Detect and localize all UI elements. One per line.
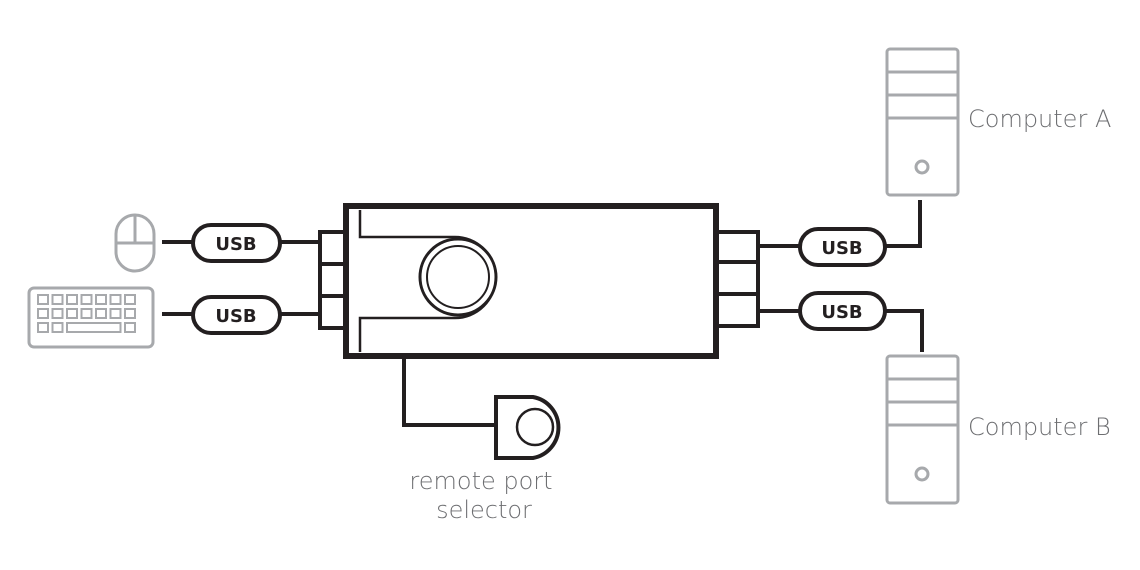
keyboard-key — [51, 308, 64, 319]
usb-badge-computer-a: USB — [798, 227, 887, 267]
keyboard-key — [95, 294, 107, 305]
computer-a-label: Computer A — [968, 105, 1111, 133]
svg-text:USB: USB — [215, 234, 256, 255]
remote-selector-label-line2: selector — [436, 496, 532, 524]
keyboard-key — [51, 322, 64, 333]
keyboard-key — [109, 294, 122, 305]
keyboard-key — [66, 308, 78, 319]
keyboard-key — [95, 308, 107, 319]
keyboard-key — [37, 308, 49, 319]
keyboard-key — [66, 322, 122, 333]
mouse-icon — [114, 213, 156, 273]
keyboard-key — [80, 294, 93, 305]
keyboard-key — [124, 294, 136, 305]
computer-a-tower-icon — [885, 47, 960, 197]
usb-badge-keyboard: USB — [191, 295, 282, 335]
svg-text:USB: USB — [821, 238, 862, 259]
remote-selector-cable — [402, 356, 496, 427]
svg-text:USB: USB — [215, 306, 256, 327]
keyboard-key — [66, 294, 78, 305]
keyboard-key — [124, 322, 136, 333]
computer-b-label: Computer B — [968, 413, 1111, 441]
port-select-knob — [418, 237, 498, 317]
keyboard-key — [124, 308, 136, 319]
keyboard-key — [109, 308, 122, 319]
kvm-switch — [318, 203, 760, 359]
keyboard-key — [37, 294, 49, 305]
keyboard-key — [80, 308, 93, 319]
remote-selector-label-line1: remote port — [409, 467, 552, 495]
remote-port-selector-icon — [494, 395, 561, 460]
svg-text:USB: USB — [821, 302, 862, 323]
computer-b-tower-icon — [885, 354, 960, 505]
usb-badge-computer-b: USB — [798, 291, 887, 331]
usb-badge-mouse: USB — [191, 223, 282, 263]
keyboard-key — [37, 322, 49, 333]
keyboard-key — [51, 294, 64, 305]
keyboard-icon — [27, 286, 155, 349]
